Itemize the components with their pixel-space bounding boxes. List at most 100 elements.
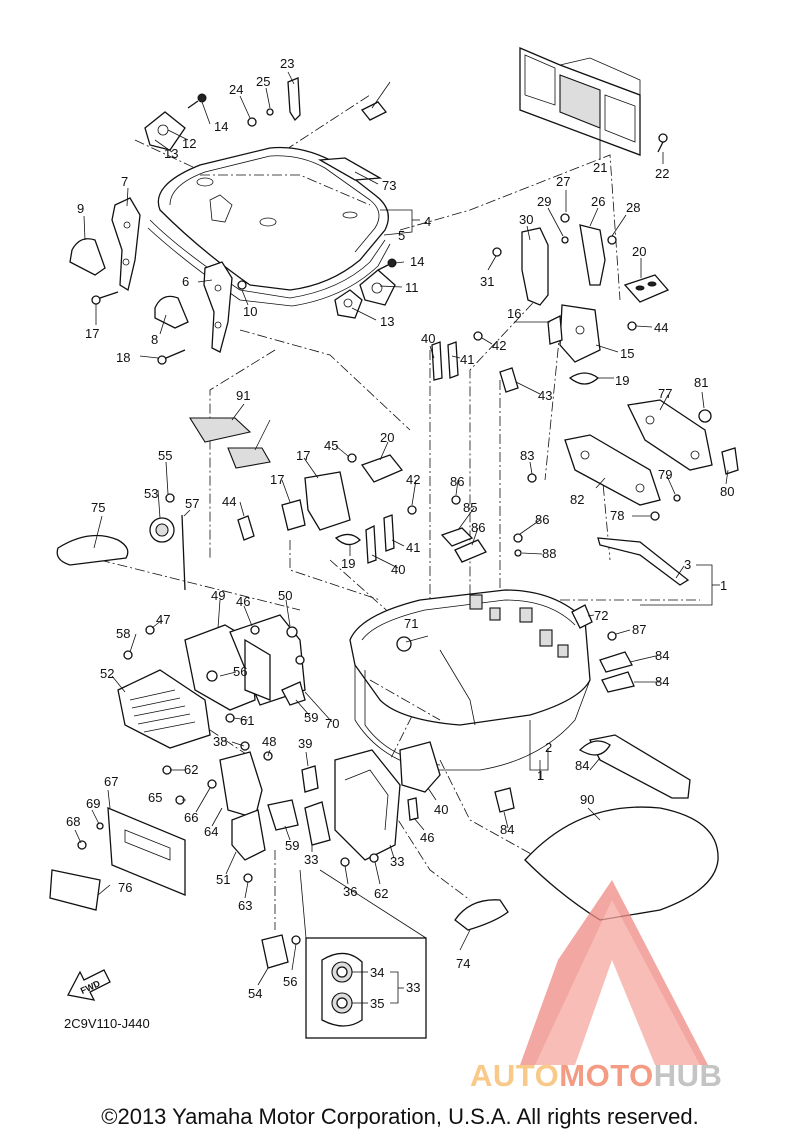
callout-84: 85 (463, 500, 477, 515)
part-76-clip (721, 447, 739, 475)
part-45-pin (407, 797, 419, 821)
part-42-screw-center (407, 505, 417, 515)
callout-42-right: 42 (492, 338, 506, 353)
callout-20-top: 20 (632, 244, 646, 259)
callout-34: 34 (370, 965, 384, 980)
callout-66: 69 (86, 796, 100, 811)
part-37-clip (301, 765, 319, 793)
part-50-grille (117, 669, 211, 749)
callout-48: 50 (278, 588, 292, 603)
callout-14-mid: 14 (410, 254, 424, 269)
callout-30: 30 (519, 212, 533, 227)
part-6-hinge-arm (203, 261, 233, 353)
callout-55: 58 (116, 626, 130, 641)
callout-76: 80 (720, 484, 734, 499)
callout-31: 31 (480, 274, 494, 289)
part-33-switch (304, 801, 331, 846)
part-40-clip-center (365, 524, 377, 564)
callout-3: 3 (684, 557, 691, 572)
callout-73: 77 (658, 386, 672, 401)
part-90-sticker (227, 447, 271, 469)
part-51-speaker-lower (261, 934, 289, 969)
callout-51-bottom: 54 (248, 986, 262, 1001)
callout-62: 66 (184, 810, 198, 825)
callout-40-right: 40 (421, 331, 435, 346)
callout-45-bottom: 46 (420, 830, 434, 845)
callout-2: 2 (545, 740, 552, 755)
callout-83: 84 (655, 674, 669, 689)
part-45-screw (250, 625, 260, 635)
callout-17-center: 17 (270, 472, 284, 487)
callout-5: 5 (398, 228, 405, 243)
part-65-screw (77, 840, 87, 850)
part-42-screw (473, 331, 483, 341)
part-74-bolt (650, 511, 660, 521)
watermark-part-auto: AUTO (470, 1058, 560, 1093)
part-39-bracket (399, 741, 441, 793)
callout-33-inset: 33 (406, 980, 420, 995)
part-22-screw (657, 133, 668, 153)
callout-39: 40 (434, 802, 448, 817)
part-19-plate (568, 372, 600, 385)
callout-18-bottom: 18 (116, 350, 130, 365)
part-72-reflector (49, 869, 101, 911)
callout-86-mid: 86 (535, 512, 549, 527)
part-44-screw (627, 321, 637, 331)
part-56-bracket (267, 799, 299, 831)
callout-17-right: 16 (507, 306, 521, 321)
part-51-speaker (149, 493, 186, 591)
part-55-screw (123, 650, 133, 660)
callout-52-top: 55 (158, 448, 172, 463)
part-4-lid (147, 146, 391, 307)
callout-80: 84 (500, 822, 514, 837)
part-89-sticker (189, 417, 252, 443)
assembly-guide-lines (99, 94, 700, 930)
callout-18-top: 17 (85, 326, 99, 341)
callout-23: 23 (280, 56, 294, 71)
part-78-bracket (564, 434, 661, 506)
callout-36: 36 (343, 884, 357, 899)
callout-13-mid: 13 (380, 314, 394, 329)
part-25-washer (266, 108, 274, 116)
callout-13-top: 13 (164, 146, 178, 161)
callout-86-right: 87 (632, 622, 646, 637)
callout-49: 51 (216, 872, 230, 887)
callout-43-center: 44 (222, 494, 236, 509)
callout-29: 29 (537, 194, 551, 209)
part-9-cover (69, 238, 106, 276)
part-88-mat (524, 806, 719, 921)
callout-27: 27 (556, 174, 570, 189)
part-17-plate (281, 499, 306, 531)
part-32-housing (334, 749, 401, 861)
part-44-screw-center (347, 453, 357, 463)
part-91-label (360, 101, 388, 121)
part-26-latch (560, 213, 617, 286)
callout-44-center: 45 (324, 438, 338, 453)
part-24-bolt (247, 117, 257, 127)
callout-89: 91 (236, 388, 250, 403)
part-47-bracket (184, 614, 306, 711)
callout-60: 64 (204, 824, 218, 839)
callout-33-main: 33 (304, 852, 318, 867)
part-82-pad (599, 651, 633, 673)
callout-87: 88 (542, 546, 556, 561)
part-71-cover (56, 534, 129, 566)
parts-diagram: FWD (49, 47, 739, 1065)
callout-46-top: 47 (156, 612, 170, 627)
callout-22: 22 (655, 166, 669, 181)
callout-4: 4 (424, 214, 431, 229)
callout-43-right: 43 (538, 388, 552, 403)
part-77-washer (698, 409, 712, 423)
leader-lines (74, 71, 729, 1004)
callout-67: 71 (404, 616, 418, 631)
part-10-screw (237, 280, 247, 290)
callout-56: 59 (285, 838, 299, 853)
part-75-washer (673, 494, 681, 502)
callout-68: 72 (594, 608, 608, 623)
part-52-nut-lower (291, 935, 301, 945)
part-79-bolt (527, 473, 537, 483)
part-11-hinge (334, 269, 396, 319)
callout-74: 78 (610, 508, 624, 523)
callout-44-right: 44 (654, 320, 668, 335)
part-68-clip (571, 604, 593, 629)
